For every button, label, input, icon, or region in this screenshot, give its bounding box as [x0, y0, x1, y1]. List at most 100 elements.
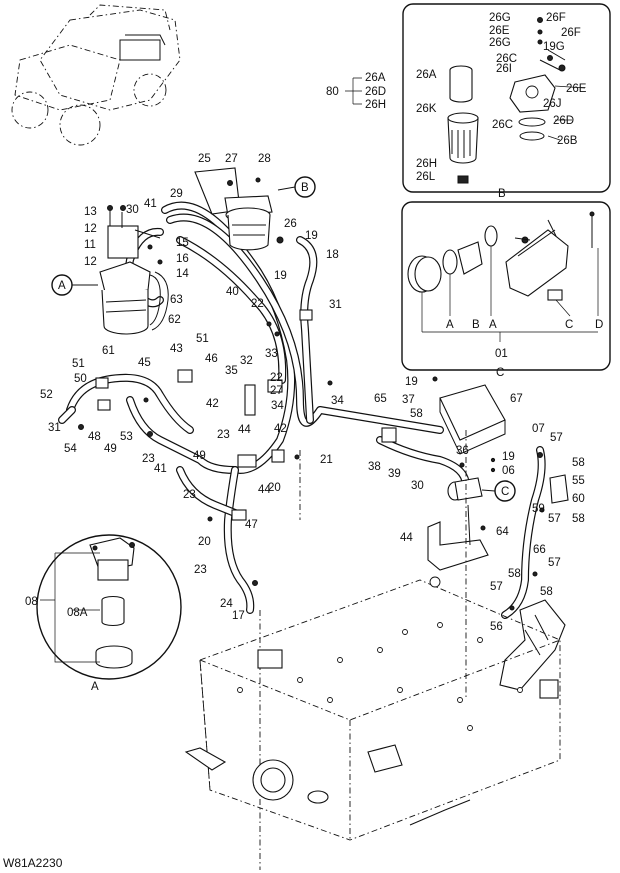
detail-b-caption: B [498, 188, 506, 200]
machine-locator-sketch [11, 4, 181, 146]
main-part-label: 39 [388, 468, 401, 480]
main-part-label: 19 [274, 270, 287, 282]
main-part-label: 12 [84, 256, 97, 268]
detail-b-part-label: 26F [546, 12, 566, 24]
detail-c-part-label: D [595, 319, 603, 331]
main-part-label: 58 [410, 408, 423, 420]
detail-b-part-label: 26I [496, 63, 512, 75]
group-80-number: 80 [326, 86, 339, 98]
detail-b-part-label: 26F [561, 27, 581, 39]
detail-b-part-label: 26E [566, 83, 587, 95]
detail-a-part-label: 08A [67, 607, 88, 619]
fuel-filter-61 [99, 205, 169, 335]
main-part-label: 22 [270, 372, 283, 384]
detail-c-part-label: 01 [495, 348, 508, 360]
main-part-label: 21 [320, 454, 333, 466]
main-part-label: 22 [251, 298, 264, 310]
main-part-label: 54 [64, 443, 77, 455]
kit-group-80 [345, 77, 362, 105]
main-part-label: 20 [198, 536, 211, 548]
main-part-label: 35 [225, 365, 238, 377]
callout-b-label: B [301, 182, 309, 194]
main-part-label: 30 [126, 204, 139, 216]
main-part-label: 62 [168, 314, 181, 326]
main-part-label: 57 [490, 581, 503, 593]
main-part-label: 47 [245, 519, 258, 531]
detail-c-part-label: C [565, 319, 573, 331]
main-part-label: 58 [508, 568, 521, 580]
main-part-label: 49 [104, 443, 117, 455]
callout-c-label: C [501, 486, 509, 498]
detail-b-part-label: 26K [416, 103, 437, 115]
main-part-label: 42 [274, 423, 287, 435]
detail-c-panel [401, 201, 611, 371]
detail-b-part-label: 26L [416, 171, 436, 183]
main-part-label: 67 [510, 393, 523, 405]
detail-b-part-label: 26G [489, 12, 511, 24]
main-part-label: 07 [532, 423, 545, 435]
main-part-label: 29 [170, 188, 183, 200]
main-part-label: 34 [331, 395, 344, 407]
main-part-label: 24 [220, 598, 233, 610]
main-part-label: 51 [72, 358, 85, 370]
main-part-label: 66 [533, 544, 546, 556]
hose-runs [58, 201, 546, 619]
detail-b-part-label: 26E [489, 25, 510, 37]
main-part-label: 30 [411, 480, 424, 492]
main-part-label: 45 [138, 357, 151, 369]
main-part-label: 15 [176, 237, 189, 249]
callout-a-label: A [58, 280, 66, 292]
detail-b-panel [402, 3, 611, 193]
main-part-label: 34 [271, 400, 284, 412]
main-part-label: 37 [402, 394, 415, 406]
main-part-label: 27 [225, 153, 238, 165]
main-part-label: 51 [196, 333, 209, 345]
main-part-label: 23 [183, 489, 196, 501]
main-part-label: 14 [176, 268, 189, 280]
main-part-label: 26 [284, 218, 297, 230]
main-part-label: 17 [232, 610, 245, 622]
detail-c-part-label: A [489, 319, 497, 331]
detail-b-part-label: 26C [496, 53, 517, 65]
main-part-label: 36 [456, 445, 469, 457]
callout-a[interactable]: A [51, 274, 98, 296]
main-part-label: 49 [193, 450, 206, 462]
main-part-label: 57 [548, 513, 561, 525]
main-part-label: 50 [74, 373, 87, 385]
main-part-label: 18 [326, 249, 339, 261]
main-part-label: 64 [496, 526, 509, 538]
fuel-tank [184, 430, 561, 870]
main-part-label: 19 [405, 376, 418, 388]
main-part-label: 19 [502, 451, 515, 463]
main-part-label: 61 [102, 345, 115, 357]
fuel-filter-26 [194, 167, 284, 251]
main-part-label: 58 [572, 457, 585, 469]
main-part-label: 60 [572, 493, 585, 505]
detail-b-part-label: 19G [543, 41, 565, 53]
detail-b-part-label: 26A [416, 69, 437, 81]
detail-b-part-label: 26H [416, 158, 437, 170]
main-part-label: 40 [226, 286, 239, 298]
main-part-label: 44 [258, 484, 271, 496]
callout-c[interactable]: C [481, 480, 516, 502]
main-part-label: 56 [490, 621, 503, 633]
detail-b-part-label: 26G [489, 37, 511, 49]
main-part-label: 41 [144, 198, 157, 210]
main-part-label: 57 [548, 557, 561, 569]
main-part-label: 23 [142, 453, 155, 465]
main-part-label: 23 [194, 564, 207, 576]
main-part-label: 33 [265, 348, 278, 360]
callout-b[interactable]: B [277, 176, 316, 198]
group-80-item: 26A [365, 72, 386, 84]
detail-b-part-label: 26C [492, 119, 513, 131]
main-part-label: 57 [550, 432, 563, 444]
cover-and-bracket [427, 384, 506, 571]
main-part-label: 44 [238, 424, 251, 436]
detail-b-part-label: 26B [557, 135, 578, 147]
main-part-label: 20 [268, 482, 281, 494]
right-side-pipe [499, 452, 569, 691]
main-part-label: 11 [84, 239, 96, 251]
